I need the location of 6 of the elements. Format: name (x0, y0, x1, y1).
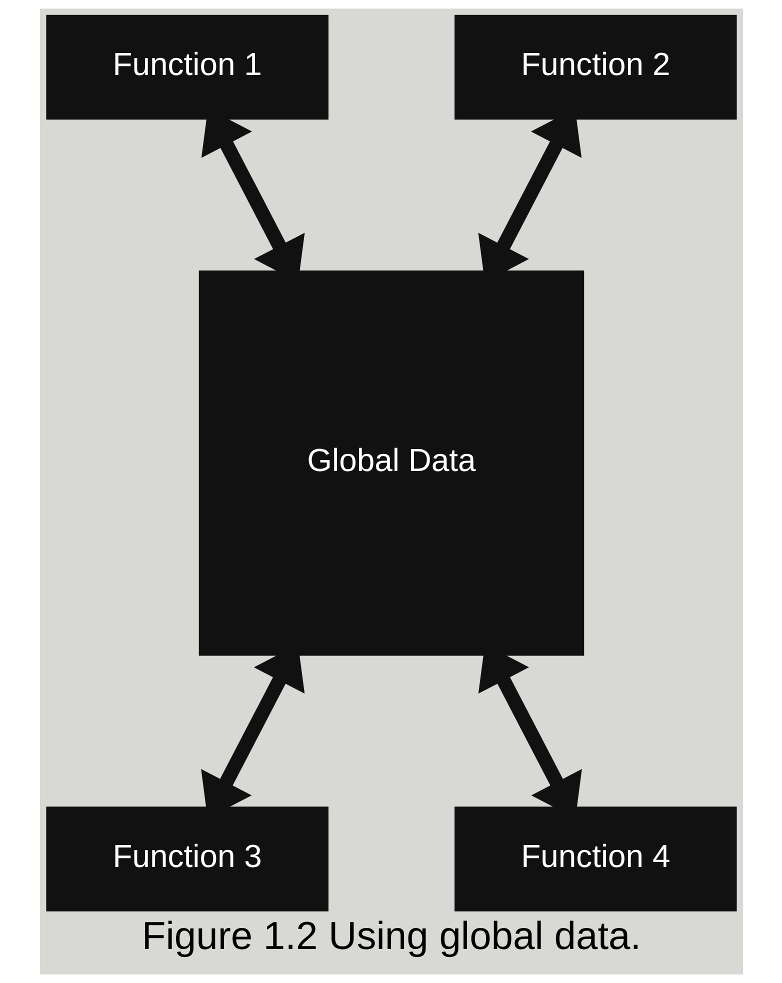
node-box: Global Data (198, 270, 584, 656)
node-box: Function 4 (454, 806, 736, 912)
node-box: Function 2 (454, 14, 736, 120)
node-box: Function 3 (46, 806, 328, 912)
node-box: Function 1 (46, 14, 328, 120)
caption: Figure 1.2 Using global data. (141, 914, 641, 958)
